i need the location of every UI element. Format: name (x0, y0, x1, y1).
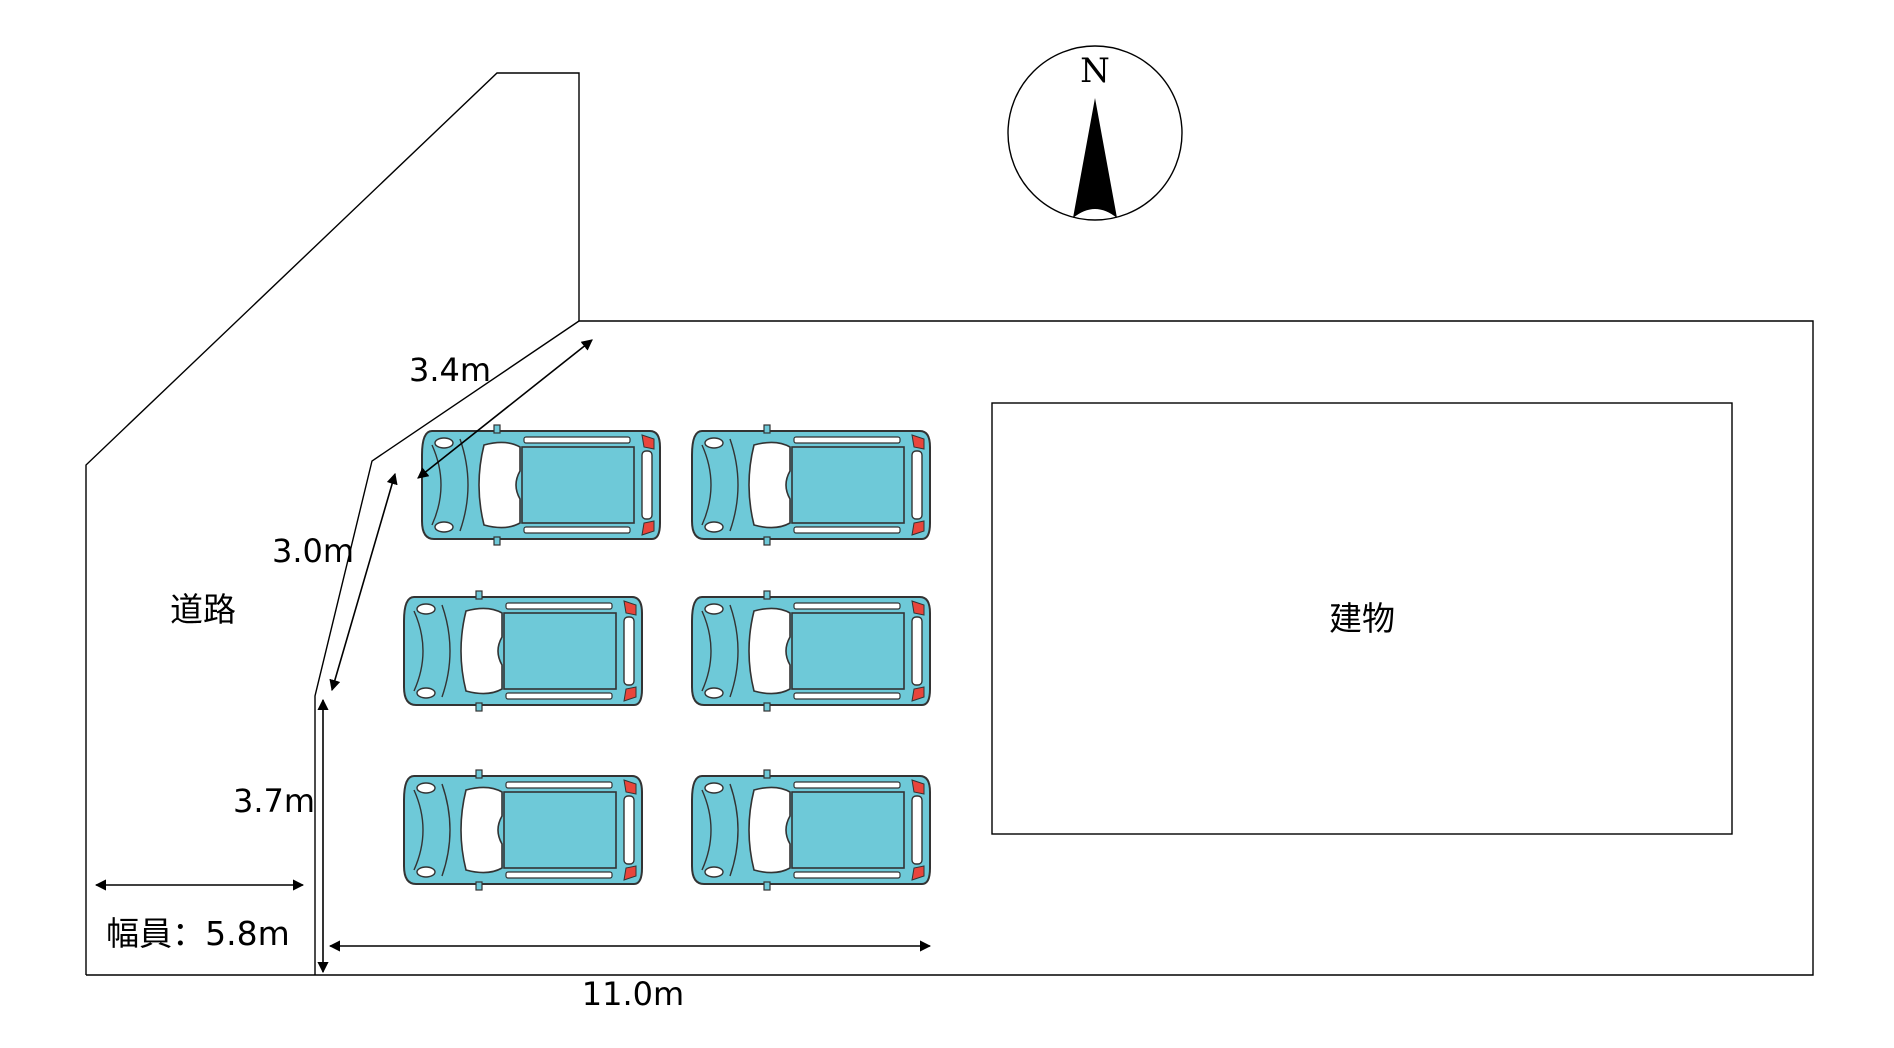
parking-space-3 (403, 590, 643, 712)
road-width-label: 幅員：5.8m (106, 914, 290, 953)
dimension-line-diag-top (417, 339, 593, 479)
building-label: 建物 (1329, 599, 1395, 638)
parking-space-6 (691, 769, 931, 891)
parking-space-4 (691, 590, 931, 712)
dimension-diag-top: 3.4m (409, 351, 491, 389)
parking-space-5 (403, 769, 643, 891)
lot-boundary (85, 72, 1814, 976)
road-label: 道路 (170, 590, 236, 629)
dimension-diag-left: 3.0m (272, 532, 354, 570)
parking-space-2 (691, 424, 931, 546)
dimension-bottom: 11.0m (582, 975, 684, 1013)
building-outline (991, 402, 1733, 835)
parking-space-1 (421, 424, 661, 546)
compass-letter: N (1080, 51, 1110, 91)
dimension-line-diag-left (329, 472, 398, 692)
north-arrow-icon: N (1007, 45, 1183, 221)
dimension-vertical: 3.7m (233, 782, 315, 820)
